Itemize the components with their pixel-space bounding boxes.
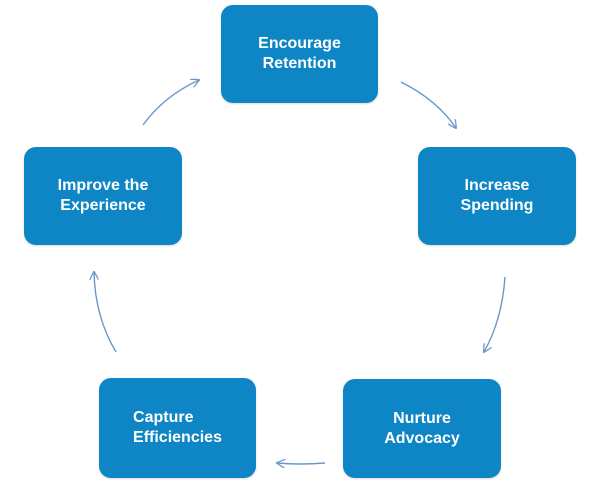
- arrow-increase-to-nurture: [484, 276, 506, 352]
- node-nurture-advocacy: Nurture Advocacy: [343, 379, 501, 478]
- node-increase-spending: Increase Spending: [418, 147, 576, 245]
- node-label: Increase Spending: [460, 177, 534, 214]
- node-label: Nurture Advocacy: [384, 409, 460, 447]
- node-capture-efficiencies: Capture Efficiencies: [99, 378, 256, 478]
- node-label: Improve the Experience: [57, 177, 149, 214]
- node-label: Encourage Retention: [258, 35, 341, 72]
- arrow-improve-to-encourage: [142, 80, 199, 126]
- node-label: Capture Efficiencies: [133, 409, 222, 446]
- node-encourage-retention: Encourage Retention: [221, 5, 378, 103]
- arrow-encourage-to-increase: [400, 81, 456, 128]
- arrow-capture-to-improve: [94, 272, 117, 353]
- arrow-nurture-to-capture: [277, 463, 326, 464]
- node-improve-the-experience: Improve the Experience: [24, 147, 182, 245]
